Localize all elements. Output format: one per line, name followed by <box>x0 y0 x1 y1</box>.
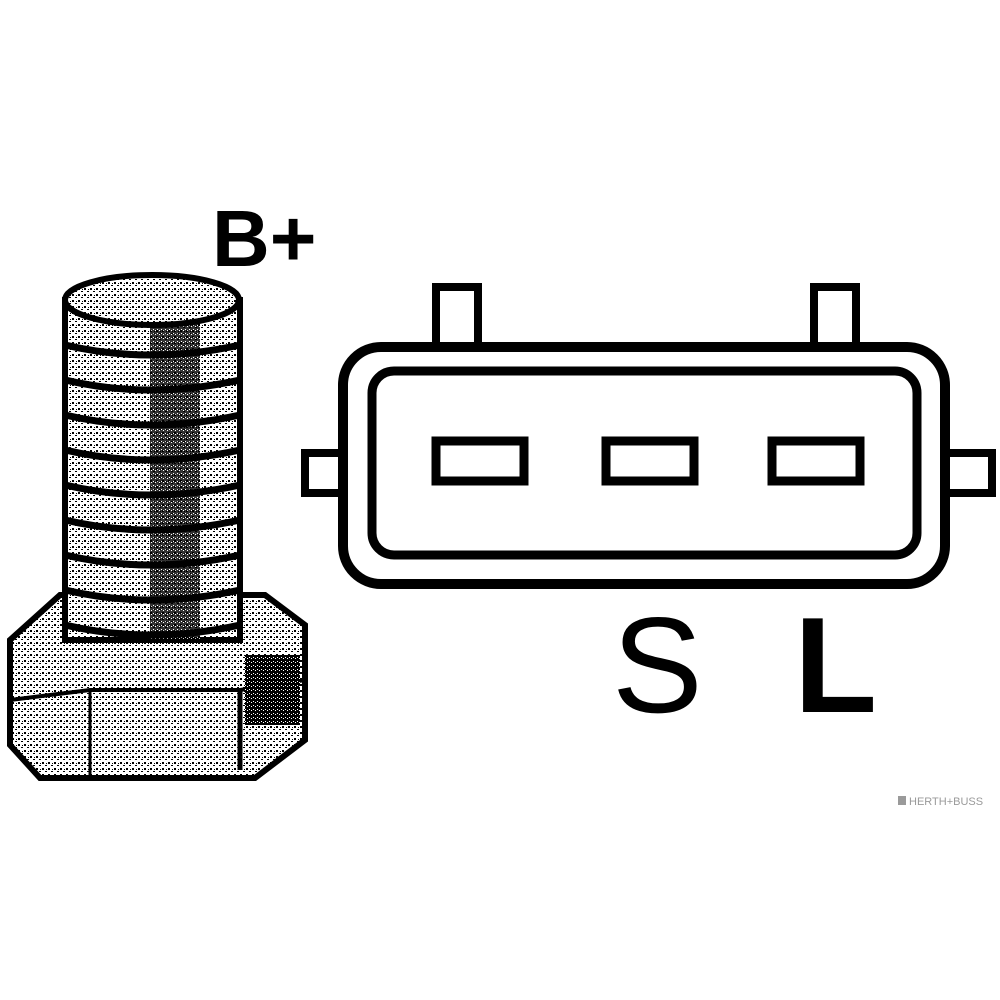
pin-slot-1 <box>431 436 529 486</box>
pin-slot-s <box>601 436 699 486</box>
locking-tab-right <box>810 283 860 353</box>
label-b-plus: B+ <box>212 194 317 283</box>
pin-slot-l <box>767 436 865 486</box>
svg-text:HERTH+BUSS: HERTH+BUSS <box>909 796 983 808</box>
watermark-logo-icon <box>898 796 906 805</box>
threaded-shaft <box>62 272 243 643</box>
label-l: L <box>794 589 877 741</box>
label-s: S <box>612 589 703 741</box>
herth-buss-watermark: HERTH+BUSS <box>898 796 983 808</box>
terminal-bolt <box>7 272 308 781</box>
locking-tab-left <box>432 283 482 353</box>
connector-housing <box>338 342 950 589</box>
connector-socket <box>367 366 922 560</box>
plug-connector <box>301 283 996 589</box>
